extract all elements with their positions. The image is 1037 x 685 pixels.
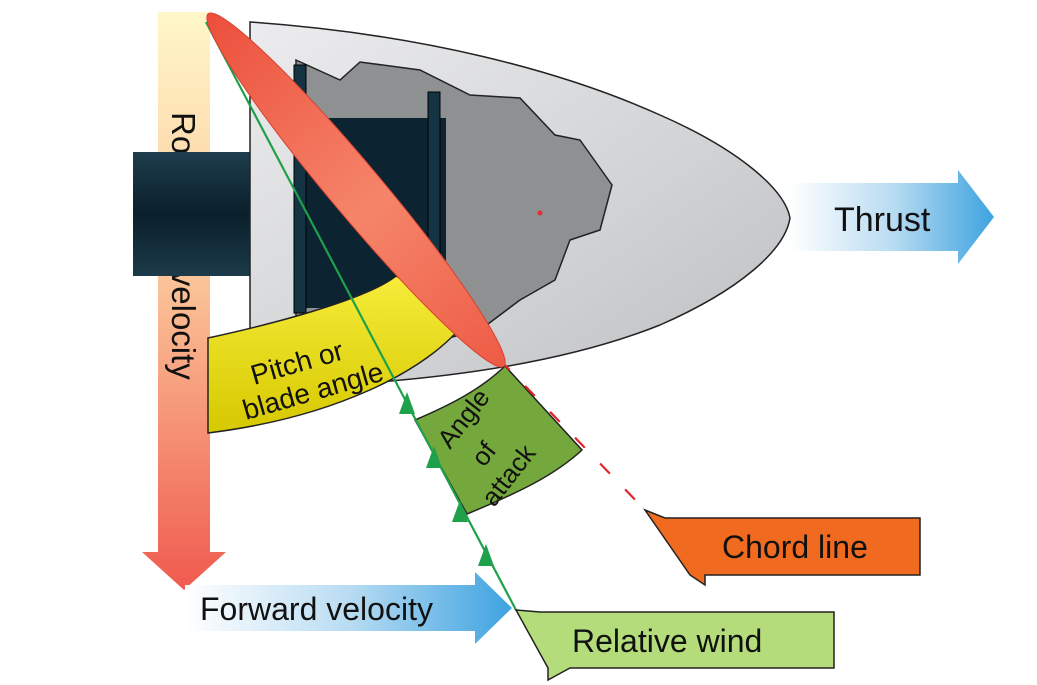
forward-velocity-label: Forward velocity xyxy=(200,591,433,627)
propeller-blade xyxy=(206,12,506,368)
hub-center-mark xyxy=(537,210,543,216)
thrust-label: Thrust xyxy=(834,201,931,239)
chord-line-label: Chord line xyxy=(722,529,868,565)
thrust-arrow xyxy=(790,170,994,264)
relative-wind-label: Relative wind xyxy=(572,623,762,659)
relative-wind-arrowhead-2 xyxy=(426,446,442,468)
relative-wind-callout xyxy=(514,609,835,682)
relative-wind-arrowhead-1 xyxy=(399,392,415,414)
chord-line-callout xyxy=(642,508,921,587)
forward-velocity-arrow xyxy=(185,572,512,644)
relative-wind-arrowhead-4 xyxy=(478,544,494,566)
relative-wind-arrowhead-3 xyxy=(452,500,468,522)
angle-of-attack-band xyxy=(413,364,584,515)
